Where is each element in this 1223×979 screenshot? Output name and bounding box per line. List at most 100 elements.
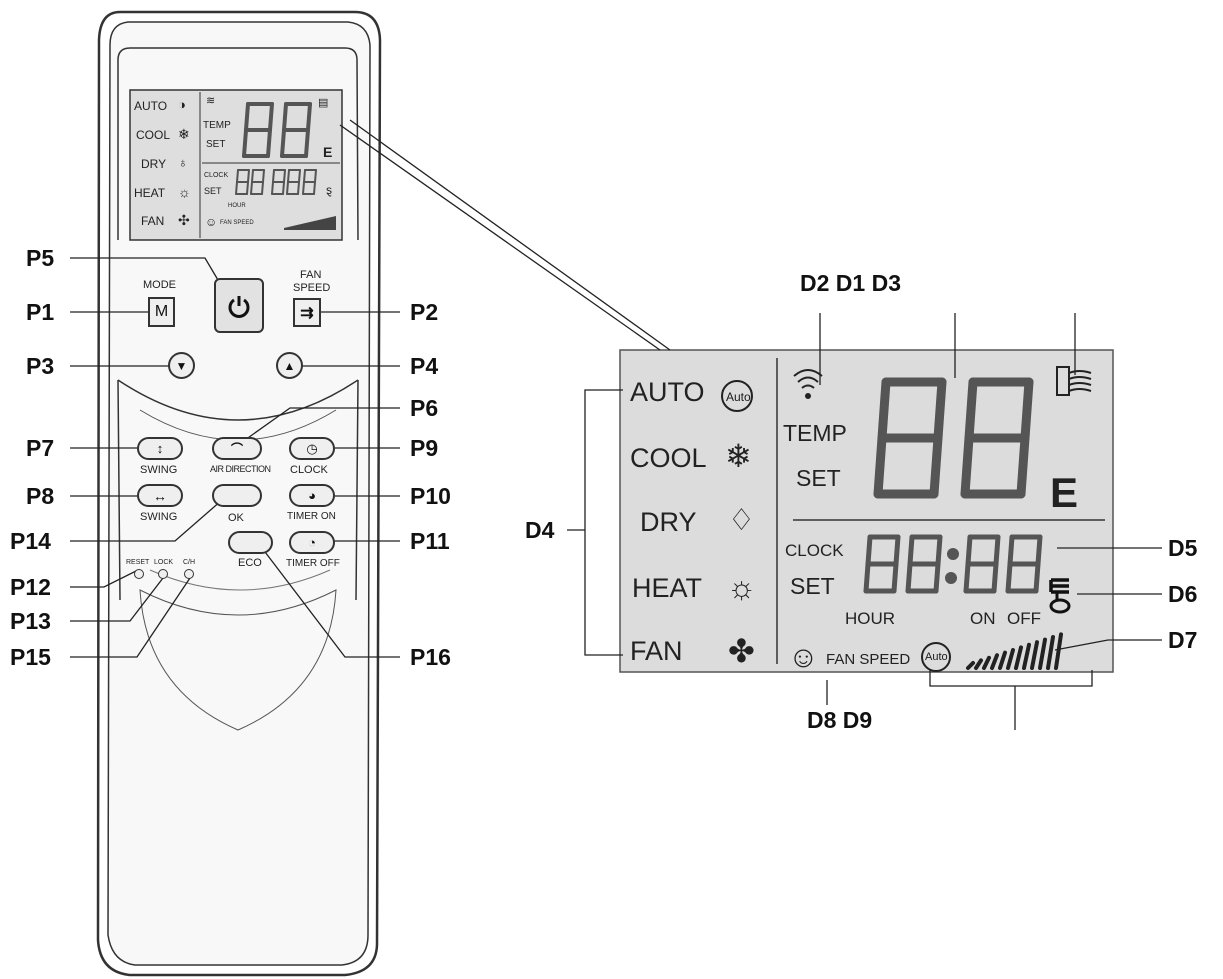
lcd-mode-auto: AUTO [630,377,705,407]
small-lcd-screen [129,89,343,241]
lcd-mode-cool: COOL [630,443,707,473]
small-lcd-mode-auto: AUTO [134,99,168,113]
callout-d2-d1-d3: D2 D1 D3 [800,270,901,296]
small-lcd-hour: HOUR [228,203,246,209]
cf-label: C/H [183,559,196,566]
callout-p4: P4 [410,353,439,379]
fan-icon: ✤ [728,633,755,669]
fan-speed-icon: ⇉ [300,304,314,322]
timer-on-icon: ◕ [308,488,316,503]
small-lcd-clock: CLOCK [204,172,229,179]
small-smile-icon: ☺ [205,215,218,229]
callout-p1: P1 [26,299,55,325]
eco-label: ECO [238,557,262,569]
auto-fan-icon: Auto [921,642,951,672]
vertical-swing-icon: ↕ [156,441,164,456]
small-snowflake-icon: ❄ [178,126,190,142]
small-lcd-set: SET [206,139,226,150]
horizontal-swing-button[interactable]: ↔ [137,484,183,507]
lcd-on-label: ON [970,609,996,628]
clock-button[interactable]: ◷ [289,437,335,460]
temp-down-button[interactable]: ▼ [168,352,195,379]
vertical-swing-button[interactable]: ↕ [137,437,183,460]
lock-button[interactable] [158,569,168,579]
callout-p13: P13 [10,608,51,634]
small-sun-icon: ☼ [178,184,191,200]
down-arrow-icon: ▼ [175,358,188,373]
lcd-mode-heat: HEAT [632,573,703,603]
small-lcd-fan-speed: FAN SPEED [220,220,254,226]
small-fan-icon: ✣ [178,212,190,228]
small-auto-icon: ◑ [178,97,186,112]
clock-icon: ◷ [306,440,318,456]
timer-on-button[interactable]: ◕ [289,484,335,507]
snowflake-icon: ❄ [725,438,752,474]
leader-lines [70,119,1162,730]
small-signal-icon: ≋ [206,95,216,107]
callout-p10: P10 [410,483,451,509]
water-drop-icon: ♢ [728,504,755,537]
timer-off-button[interactable]: ◔ [289,531,335,554]
lcd-mode-dry: DRY [640,507,697,537]
timer-off-icon: ◔ [308,535,316,550]
temp-up-button[interactable]: ▲ [276,352,303,379]
lock-label: LOCK [154,559,174,566]
callout-d4: D4 [525,517,555,543]
auto-mode-icon: Auto [721,380,753,412]
timer-on-label: TIMER ON [287,511,336,522]
callout-p2: P2 [410,299,439,325]
callout-p8: P8 [26,483,55,509]
callout-p11: P11 [410,528,450,554]
signal-icon [790,366,826,402]
small-lcd-mode-cool: COOL [136,128,171,142]
lcd-off-label: OFF [1007,609,1041,628]
horizontal-swing-icon: ↔ [153,487,167,504]
swing-label-2: SWING [140,511,178,523]
clock-label: CLOCK [290,464,328,476]
small-lcd-mode-heat: HEAT [134,186,166,200]
sun-icon: ☼ [727,569,757,605]
small-lcd-mode-fan: FAN [141,214,165,228]
mode-button[interactable]: M [148,297,175,327]
callout-d5: D5 [1168,535,1198,561]
reset-label: RESET [126,559,150,566]
lcd-set-label: SET [796,465,841,491]
up-arrow-icon: ▲ [283,358,296,373]
auto-badge-text: Auto [726,390,751,404]
callout-p3: P3 [26,353,55,379]
power-button[interactable] [214,278,264,333]
auto-fan-badge-text: Auto [925,651,948,663]
lcd-fan-speed-label: FAN SPEED [826,651,911,668]
callout-d6: D6 [1168,581,1198,607]
callout-p15: P15 [10,644,51,670]
lcd-set2-label: SET [790,573,835,599]
fan-speed-label-line2: SPEED [293,282,331,294]
fan-speed-button[interactable]: ⇉ [293,298,321,327]
lcd-temp-label: TEMP [783,420,847,446]
cf-button[interactable] [184,569,194,579]
callout-p6: P6 [410,395,439,421]
power-icon [228,295,250,318]
small-drop-icon: ♁ [178,155,188,170]
lcd-mode-fan: FAN [630,636,683,666]
fan-speed-label-line1: FAN [300,269,322,281]
callout-d7: D7 [1168,627,1198,653]
large-lcd-screen [619,349,1114,673]
mode-label: MODE [143,279,176,291]
ok-button[interactable] [212,484,262,507]
small-lcd-mode-dry: DRY [141,157,167,171]
swing-label-1: SWING [140,464,178,476]
lcd-hour-label: HOUR [845,609,896,628]
callout-p5: P5 [26,245,55,271]
timer-indicator-icon [1045,576,1075,616]
ok-label: OK [228,512,244,524]
small-lcd-set2: SET [204,186,222,196]
small-timer-icon: ȿ [326,183,332,197]
reset-button[interactable] [134,569,144,579]
eco-button[interactable] [228,531,273,554]
small-louver-icon: ▤ [318,97,329,109]
air-direction-icon: ⌒ [230,442,243,456]
callout-d8-d9: D8 D9 [807,707,873,733]
air-direction-button[interactable]: ⌒ [212,437,262,460]
